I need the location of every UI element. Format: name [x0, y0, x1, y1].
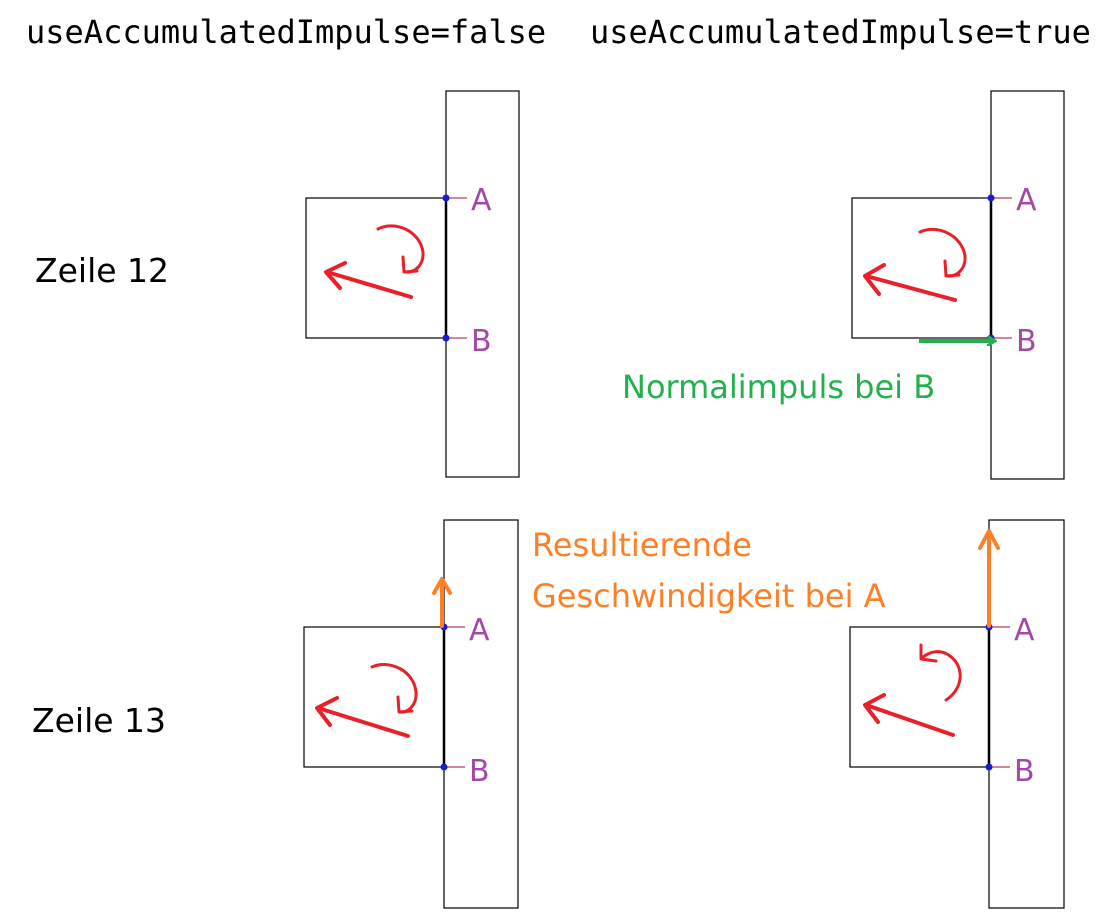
point-label-a: A [469, 613, 490, 648]
box-body [303, 626, 445, 768]
panel-row13-false: A B [303, 519, 519, 909]
wall-body [443, 519, 519, 909]
point-label-b: B [1016, 324, 1037, 359]
velocity-arrow [324, 261, 413, 299]
contact-point-a [987, 194, 995, 202]
point-label-b: B [471, 324, 492, 359]
contact-point-b [440, 763, 448, 771]
panel-row12-false: A B [305, 90, 520, 478]
resulting-velocity-label-line2: Geschwindigkeit bei A [532, 577, 886, 615]
velocity-arrow [315, 696, 410, 738]
rotation-arrow [370, 663, 418, 714]
wall-body [445, 90, 520, 478]
contact-point-b [985, 763, 993, 771]
point-label-b: B [1014, 754, 1035, 789]
contact-point-a [442, 194, 450, 202]
box-body [851, 197, 992, 339]
contact-point-b [442, 334, 450, 342]
point-label-a: A [471, 183, 492, 218]
resulting-velocity-arrow [432, 577, 452, 628]
normal-impulse-label: Normalimpuls bei B [622, 368, 935, 406]
panel-row12-true: A B Normalimpuls bei B [622, 90, 1065, 480]
velocity-arrow [863, 263, 957, 302]
column-title-true: useAccumulatedImpulse=true [590, 13, 1091, 51]
row-label-zeile-13: Zeile 13 [32, 701, 166, 740]
column-title-false: useAccumulatedImpulse=false [26, 13, 546, 51]
rotation-arrow [918, 227, 967, 278]
box-body [305, 197, 447, 339]
rotation-arrow [919, 643, 962, 702]
resulting-velocity-arrow [978, 529, 1000, 628]
wall-body [988, 519, 1065, 909]
resulting-velocity-label-line1: Resultierende [532, 526, 752, 564]
rotation-arrow [376, 224, 425, 274]
point-label-a: A [1014, 613, 1035, 648]
wall-body [990, 90, 1065, 480]
velocity-arrow [863, 693, 955, 737]
row-label-zeile-12: Zeile 12 [35, 251, 169, 290]
panel-row13-true: A B Resultierende Geschwindigkeit bei A [532, 519, 1065, 909]
point-label-b: B [469, 754, 490, 789]
point-label-a: A [1016, 183, 1037, 218]
